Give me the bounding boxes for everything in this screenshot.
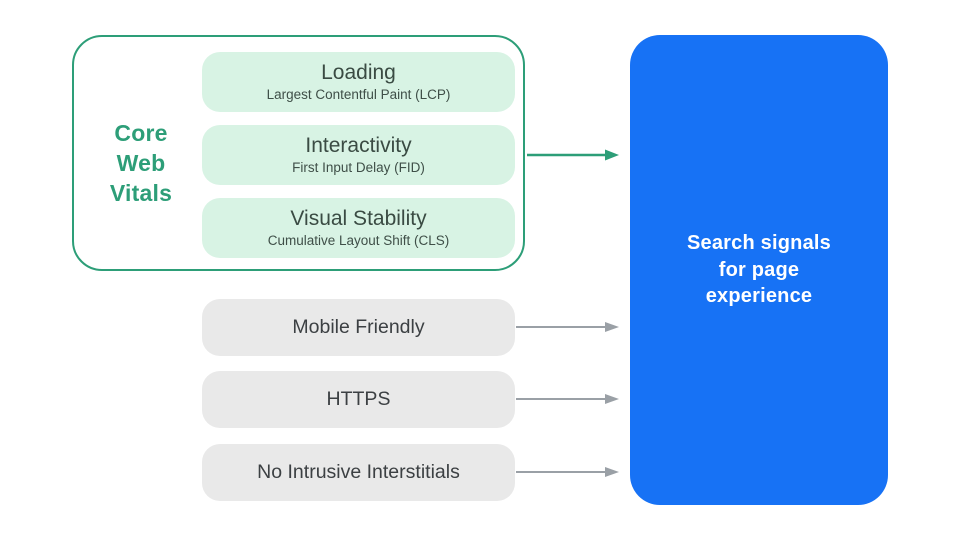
pill-https-label: HTTPS <box>326 388 391 410</box>
search-signals-text-line: Search signals <box>687 232 831 255</box>
search-signals-text-line: for page <box>718 258 800 281</box>
arrow-mobile-friendly <box>516 322 619 332</box>
pill-loading: Loading Largest Contentful Paint (LCP) <box>202 52 515 112</box>
pill-interactivity-title: Interactivity <box>305 134 412 157</box>
pill-interactivity: Interactivity First Input Delay (FID) <box>202 125 515 185</box>
core-web-vitals-label-line: Vitals <box>109 180 173 206</box>
arrow-https <box>516 394 619 404</box>
arrow-no-intrusive-interstitials <box>516 467 619 477</box>
pill-mobile-friendly: Mobile Friendly <box>202 299 515 356</box>
search-signals-text-line: experience <box>705 285 813 308</box>
core-web-vitals-label: Core Web Vitals <box>76 118 206 208</box>
search-signals-box: Search signals for page experience <box>630 35 888 505</box>
pill-visual-stability: Visual Stability Cumulative Layout Shift… <box>202 198 515 258</box>
pill-https: HTTPS <box>202 371 515 428</box>
pill-visual-stability-title: Visual Stability <box>290 207 427 230</box>
core-web-vitals-label-line: Core <box>114 120 168 146</box>
pill-no-intrusive-interstitials: No Intrusive Interstitials <box>202 444 515 501</box>
pill-mobile-friendly-label: Mobile Friendly <box>292 316 425 338</box>
pill-interactivity-subtitle: First Input Delay (FID) <box>292 160 425 175</box>
pill-loading-subtitle: Largest Contentful Paint (LCP) <box>266 87 451 102</box>
arrow-core-web-vitals <box>527 149 619 161</box>
pill-loading-title: Loading <box>321 61 396 84</box>
search-signals-text: Search signals for page experience <box>687 230 831 310</box>
pill-visual-stability-subtitle: Cumulative Layout Shift (CLS) <box>267 233 450 248</box>
pill-no-intrusive-interstitials-label: No Intrusive Interstitials <box>257 461 460 483</box>
core-web-vitals-label-line: Web <box>116 150 166 176</box>
